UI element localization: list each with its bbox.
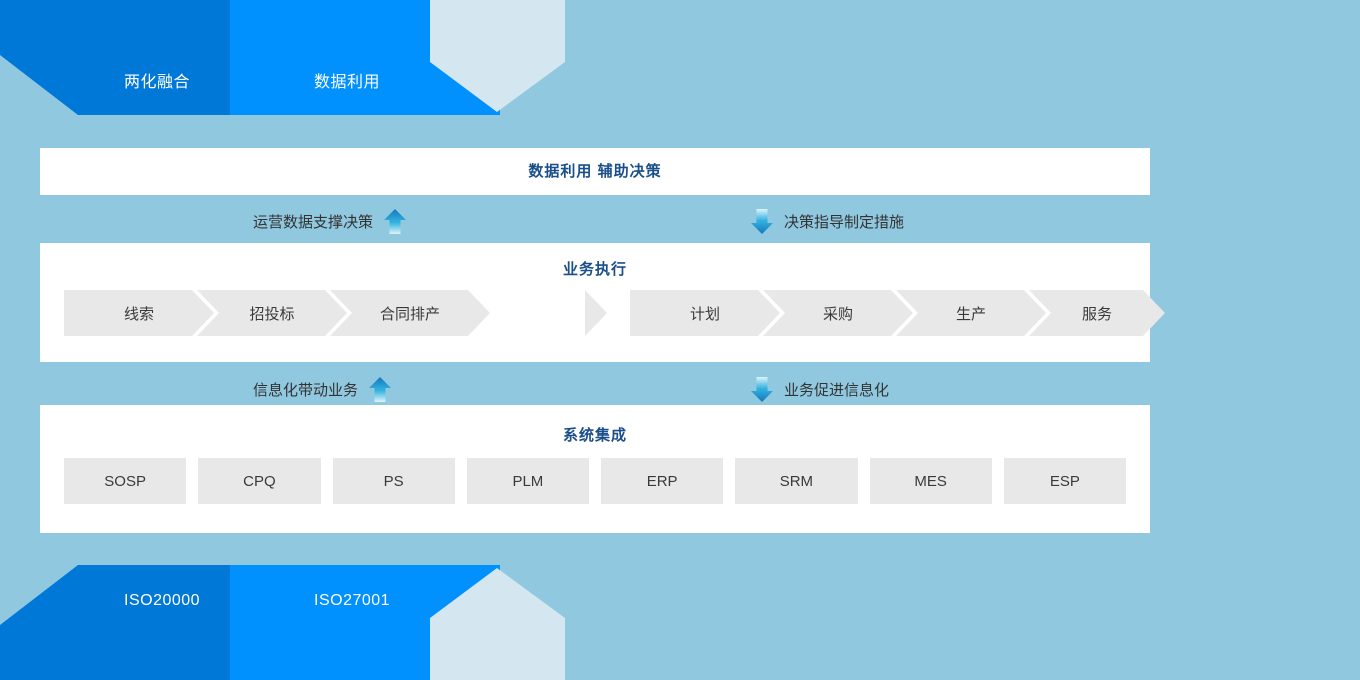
panel-data-decision: 数据利用 辅助决策 (40, 148, 1150, 195)
business-step-4[interactable]: 计划 (630, 290, 780, 336)
business-step-2[interactable]: 招投标 (197, 290, 347, 336)
system-box-row: SOSP CPQ PS PLM ERP SRM MES ESP (64, 458, 1126, 504)
connector-right-decision-label: 决策指导制定措施 (784, 213, 905, 231)
business-step-arrow-lead (585, 290, 607, 336)
business-steps-right: 计划 采购 生产 服务 (585, 290, 1130, 336)
panel-business-execution: 业务执行 线索 招投标 合同排产 计划 采购 生产 服务 (40, 243, 1150, 362)
connector-right-decision: 决策指导制定措施 (750, 201, 904, 241)
system-box-cpq[interactable]: CPQ (198, 458, 321, 504)
system-box-plm[interactable]: PLM (466, 458, 589, 504)
banner-label-iso20000: ISO20000 (124, 592, 201, 609)
system-box-ps[interactable]: PS (332, 458, 455, 504)
arrow-down-icon (750, 207, 774, 235)
connector-row-decision: 运营数据支撑决策 (40, 201, 1150, 241)
system-box-sosp[interactable]: SOSP (64, 458, 187, 504)
banner-label-integration: 两化融合 (124, 74, 191, 91)
system-box-srm[interactable]: SRM (735, 458, 858, 504)
connector-left-informatization-label: 信息化带动业务 (253, 381, 359, 399)
business-step-1[interactable]: 线索 (64, 290, 214, 336)
system-box-erp[interactable]: ERP (601, 458, 724, 504)
banner-label-iso27001: ISO27001 (314, 592, 391, 609)
arrow-down-icon (750, 375, 774, 403)
banner-label-data-use: 数据利用 (314, 74, 381, 91)
business-steps-left: 线索 招投标 合同排产 (64, 290, 514, 336)
panel-title-data-decision: 数据利用 辅助决策 (528, 163, 662, 180)
connector-left-decision-label: 运营数据支撑决策 (253, 213, 374, 231)
arrow-up-icon (383, 207, 407, 235)
business-step-5[interactable]: 采购 (763, 290, 913, 336)
connector-left-informatization: 信息化带动业务 (253, 369, 392, 409)
bottom-banner: ISO20000 ISO27001 (0, 565, 1360, 680)
system-box-mes[interactable]: MES (869, 458, 992, 504)
panel-title-business-execution: 业务执行 (562, 261, 627, 278)
business-step-7[interactable]: 服务 (1029, 290, 1165, 336)
system-box-esp[interactable]: ESP (1003, 458, 1126, 504)
connector-right-informatization: 业务促进信息化 (750, 369, 889, 409)
connector-row-informatization: 信息化带动业务 业务促进信息化 (40, 369, 1150, 409)
connector-left-decision: 运营数据支撑决策 (253, 201, 407, 241)
arrow-up-icon (368, 375, 392, 403)
panel-title-system-integration: 系统集成 (562, 427, 627, 444)
business-step-3[interactable]: 合同排产 (330, 290, 490, 336)
business-step-6[interactable]: 生产 (896, 290, 1046, 336)
connector-right-informatization-label: 业务促进信息化 (784, 381, 890, 399)
panel-system-integration: 系统集成 SOSP CPQ PS PLM ERP SRM MES ESP (40, 405, 1150, 533)
top-banner: 两化融合 数据利用 (0, 0, 1360, 115)
